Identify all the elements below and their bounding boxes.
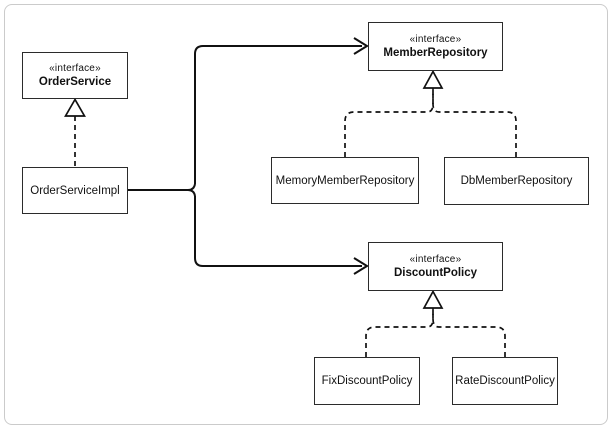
class-box-order-service: «interface» OrderService	[22, 52, 128, 99]
triangle-arrowhead-discount-policy-icon	[422, 289, 444, 309]
dashed-realization-lines	[74, 88, 517, 357]
class-name-label: RateDiscountPolicy	[455, 375, 555, 387]
class-box-rate-discount-policy: RateDiscountPolicy	[452, 357, 558, 405]
class-box-member-repository: «interface» MemberRepository	[368, 22, 503, 71]
class-box-order-service-impl: OrderServiceImpl	[22, 167, 128, 214]
open-arrowhead-member-repository-icon	[353, 37, 369, 55]
realization-triangles	[64, 69, 444, 309]
class-name-label: MemberRepository	[383, 47, 488, 59]
class-name-label: OrderServiceImpl	[30, 184, 120, 197]
dependency-line-to-discount-policy	[194, 196, 362, 267]
stereotype-label: «interface»	[409, 34, 462, 45]
dependency-line-to-member-repository	[194, 45, 362, 184]
class-name-label: FixDiscountPolicy	[321, 375, 413, 387]
triangle-arrowhead-order-service-icon	[64, 97, 86, 117]
realization-line-ratediscountpolicy	[432, 308, 506, 357]
realization-line-dbmemberrepository	[432, 88, 517, 157]
stereotype-label: «interface»	[409, 254, 462, 265]
class-box-memory-member-repository: MemoryMemberRepository	[271, 157, 419, 204]
class-box-fix-discount-policy: FixDiscountPolicy	[314, 357, 420, 405]
class-name-label: MemoryMemberRepository	[275, 174, 415, 187]
realization-line-fixdiscountpolicy	[365, 308, 434, 357]
solid-dependency-lines	[128, 37, 369, 275]
triangle-arrowhead-member-repository-icon	[422, 69, 444, 89]
class-name-label: DbMemberRepository	[460, 175, 573, 187]
stereotype-label: «interface»	[49, 63, 101, 74]
class-box-discount-policy: «interface» DiscountPolicy	[368, 242, 503, 291]
dependency-line-horizontal-down-flare	[128, 189, 196, 197]
realization-line-memorymemberrepository	[344, 88, 434, 157]
open-arrowhead-discount-policy-icon	[353, 257, 369, 275]
class-name-label: OrderService	[38, 76, 112, 88]
class-box-db-member-repository: DbMemberRepository	[444, 157, 589, 205]
class-name-label: DiscountPolicy	[393, 267, 478, 279]
